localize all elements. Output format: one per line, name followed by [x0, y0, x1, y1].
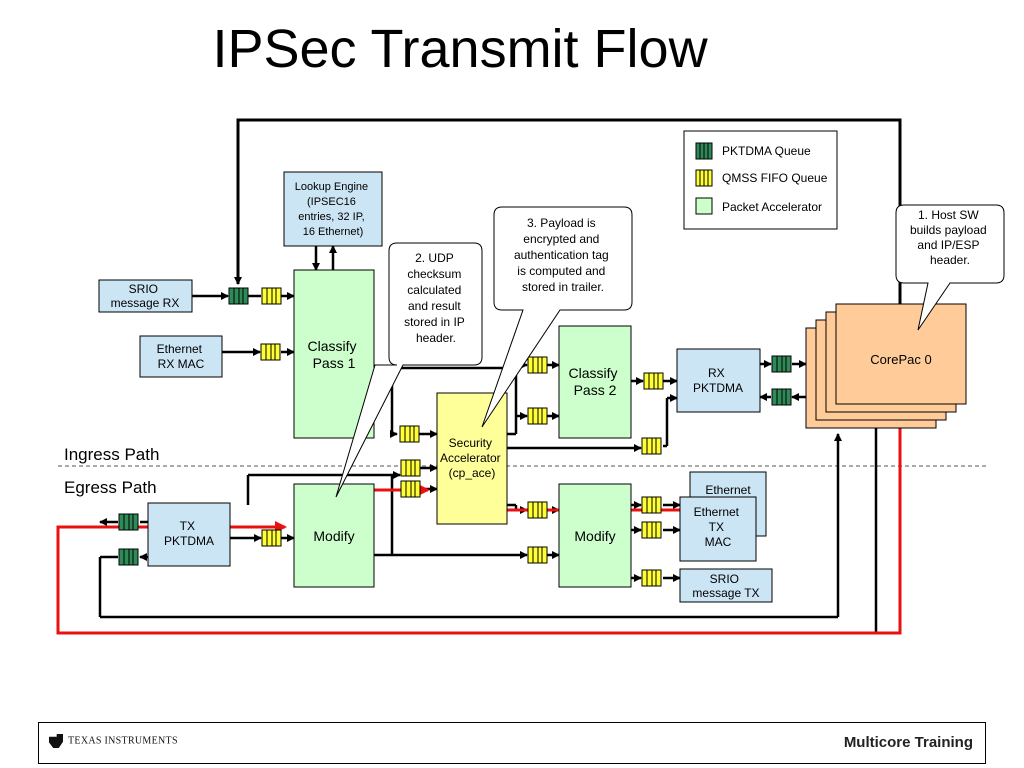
slide-title: IPSec Transmit Flow: [212, 19, 708, 79]
corepac-label: CorePac 0: [870, 352, 931, 367]
callout-step3: 3. Payload is encrypted and authenticati…: [481, 206, 633, 428]
classify-pass-2-label: Classify Pass 2: [569, 365, 622, 398]
qmss-queue-sec-egress-a: [400, 459, 421, 477]
qmss-queue-srio-tx: [641, 569, 662, 587]
security-accelerator-label: Security Accelerator (cp_ace): [440, 436, 504, 480]
ethernet-tx-mac-block: Ethernet TX MAC: [679, 496, 757, 562]
srio-rx-label: SRIO message RX: [111, 282, 180, 310]
ethernet-rx-mac-block: Ethernet RX MAC: [139, 335, 223, 378]
lookup-engine-label: Lookup Engine (IPSEC16 entries, 32 IP, 1…: [295, 181, 371, 238]
legend: PKTDMA Queue QMSS FIFO Queue Packet Acce…: [683, 130, 838, 230]
qmss-queue-rxpktdma-a: [643, 372, 664, 390]
rx-pktdma-label: RX PKTDMA: [693, 366, 743, 395]
modify-1-block: Modify: [293, 483, 375, 588]
callout-step2: 2. UDP checksum calculated and result st…: [335, 242, 483, 498]
pktdma-queue-tx-a: [118, 513, 139, 531]
ethernet-tx-back-label: Ethernet: [705, 483, 751, 497]
ti-logo-icon: [49, 734, 63, 748]
classify-pass-1-block: Classify Pass 1: [293, 269, 375, 439]
legend-qmss-label: QMSS FIFO Queue: [722, 171, 828, 185]
qmss-queue-srio-rx: [261, 287, 282, 305]
legend-accelerator-label: Packet Accelerator: [722, 200, 822, 214]
footer-bar: TEXAS INSTRUMENTS Multicore Training: [38, 722, 986, 764]
legend-pktdma-swatch: [695, 142, 713, 160]
lookup-engine-block: Lookup Engine (IPSEC16 entries, 32 IP, 1…: [283, 171, 383, 247]
footer-title: Multicore Training: [843, 734, 973, 751]
callout-step2-text: 2. UDP checksum calculated and result st…: [404, 251, 468, 345]
callout-step3-text: 3. Payload is encrypted and authenticati…: [514, 216, 612, 294]
pktdma-queue-srio-rx: [228, 287, 249, 305]
srio-tx-label: SRIO message TX: [692, 572, 759, 600]
srio-rx-block: SRIO message RX: [98, 279, 193, 313]
ipsec-flow-diagram: Ingress Path Egress Path PKTDMA Queue QM…: [56, 118, 1005, 635]
legend-pktdma-label: PKTDMA Queue: [722, 144, 811, 158]
qmss-queue-classify2-b: [527, 407, 548, 425]
callout-step1: 1. Host SW builds payload and IP/ESP hea…: [895, 204, 1005, 331]
pktdma-queue-corepac-in: [771, 355, 792, 373]
rx-pktdma-block: RX PKTDMA: [676, 348, 761, 413]
pktdma-queue-corepac-out: [771, 388, 792, 406]
qmss-queue-rxpktdma-b: [641, 437, 662, 455]
classify-pass-1-label: Classify Pass 1: [308, 338, 361, 371]
qmss-queue-sec-in: [399, 425, 420, 443]
tx-pktdma-block: TX PKTDMA: [147, 502, 231, 567]
qmss-queue-modify2-a: [527, 546, 548, 564]
ingress-path-label: Ingress Path: [64, 445, 159, 464]
callout-step1-text: 1. Host SW builds payload and IP/ESP hea…: [910, 208, 990, 267]
classify-pass-2-block: Classify Pass 2: [558, 325, 632, 439]
qmss-queue-modify1: [261, 529, 282, 547]
srio-tx-block: SRIO message TX: [679, 568, 773, 603]
legend-qmss-swatch: [695, 169, 713, 187]
modify-2-label: Modify: [574, 528, 615, 544]
ethernet-tx-mac-label: Ethernet TX MAC: [694, 505, 743, 549]
modify-2-block: Modify: [558, 483, 632, 588]
qmss-queue-classify2-a: [527, 356, 548, 374]
modify-1-label: Modify: [313, 528, 354, 544]
egress-path-label: Egress Path: [64, 478, 157, 497]
qmss-queue-sec-egress-b: [400, 480, 421, 498]
qmss-queue-eth-tx-a: [641, 496, 662, 514]
queue-icons: [118, 287, 792, 587]
corepac-stack: CorePac 0: [805, 303, 967, 429]
tx-pktdma-label: TX PKTDMA: [164, 519, 214, 548]
qmss-queue-modify2-b: [527, 501, 548, 519]
qmss-queue-eth-rx: [260, 343, 281, 361]
qmss-queue-eth-tx-b: [641, 521, 662, 539]
ethernet-rx-mac-label: Ethernet RX MAC: [157, 342, 206, 371]
ti-logo: TEXAS INSTRUMENTS: [49, 734, 178, 748]
pktdma-queue-tx-b: [118, 548, 139, 566]
security-accelerator-block: Security Accelerator (cp_ace): [436, 392, 508, 525]
legend-accelerator-swatch: [695, 197, 713, 215]
